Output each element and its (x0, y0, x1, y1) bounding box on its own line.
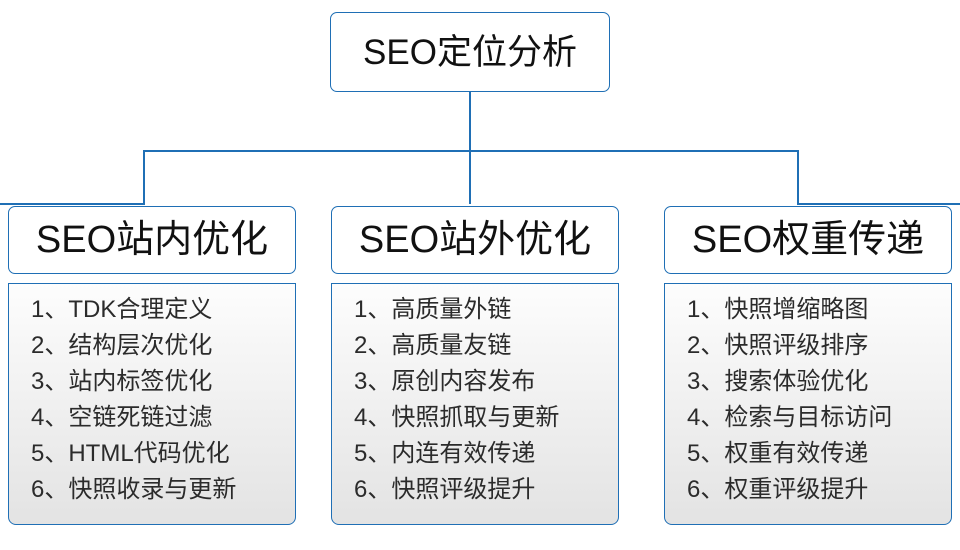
branch-header-label: SEO权重传递 (691, 219, 925, 261)
list-item: 4、快照抓取与更新 (354, 404, 560, 431)
list-item: 4、检索与目标访问 (687, 404, 893, 431)
connector-branch-3-vertical (797, 150, 799, 204)
list-item: 1、高质量外链 (354, 296, 512, 323)
list-item: 6、权重评级提升 (687, 476, 869, 503)
connector-horizontal-bus (143, 150, 799, 152)
list-item: 6、快照评级提升 (354, 476, 536, 503)
branch-header-offsite[interactable]: SEO站外优化 (331, 206, 619, 274)
branch-header-label: SEO站外优化 (358, 219, 592, 261)
list-item: 6、快照收录与更新 (31, 476, 237, 503)
branch-list-offsite: 1、高质量外链 2、高质量友链 3、原创内容发布 4、快照抓取与更新 5、内连有… (331, 283, 619, 525)
branch-header-onsite[interactable]: SEO站内优化 (8, 206, 296, 274)
connector-branch-1-vertical (143, 150, 145, 204)
list-item: 3、搜索体验优化 (687, 368, 869, 395)
list-item: 2、结构层次优化 (31, 332, 213, 359)
list-item: 5、内连有效传递 (354, 440, 536, 467)
list-item: 2、高质量友链 (354, 332, 512, 359)
connector-branch-3-stub (797, 203, 960, 205)
branch-column-onsite: SEO站内优化 1、TDK合理定义 2、结构层次优化 3、站内标签优化 4、空链… (8, 206, 296, 525)
connector-root-vertical (469, 92, 471, 151)
branch-list-weight-transfer: 1、快照增缩略图 2、快照评级排序 3、搜索体验优化 4、检索与目标访问 5、权… (664, 283, 952, 525)
branch-header-label: SEO站内优化 (35, 219, 269, 261)
list-item: 5、HTML代码优化 (31, 440, 230, 467)
list-item: 1、快照增缩略图 (687, 296, 869, 323)
root-node-seo-positioning-analysis[interactable]: SEO定位分析 (330, 12, 610, 92)
branch-column-offsite: SEO站外优化 1、高质量外链 2、高质量友链 3、原创内容发布 4、快照抓取与… (331, 206, 619, 525)
list-item: 3、原创内容发布 (354, 368, 536, 395)
branch-list-onsite: 1、TDK合理定义 2、结构层次优化 3、站内标签优化 4、空链死链过滤 5、H… (8, 283, 296, 525)
branch-header-weight-transfer[interactable]: SEO权重传递 (664, 206, 952, 274)
list-item: 4、空链死链过滤 (31, 404, 213, 431)
list-item: 3、站内标签优化 (31, 368, 213, 395)
connector-branch-2-vertical (469, 150, 471, 204)
branch-column-weight-transfer: SEO权重传递 1、快照增缩略图 2、快照评级排序 3、搜索体验优化 4、检索与… (664, 206, 952, 525)
list-item: 5、权重有效传递 (687, 440, 869, 467)
list-item: 2、快照评级排序 (687, 332, 869, 359)
connector-branch-1-stub (0, 203, 145, 205)
root-node-label: SEO定位分析 (363, 32, 577, 72)
list-item: 1、TDK合理定义 (31, 296, 213, 323)
